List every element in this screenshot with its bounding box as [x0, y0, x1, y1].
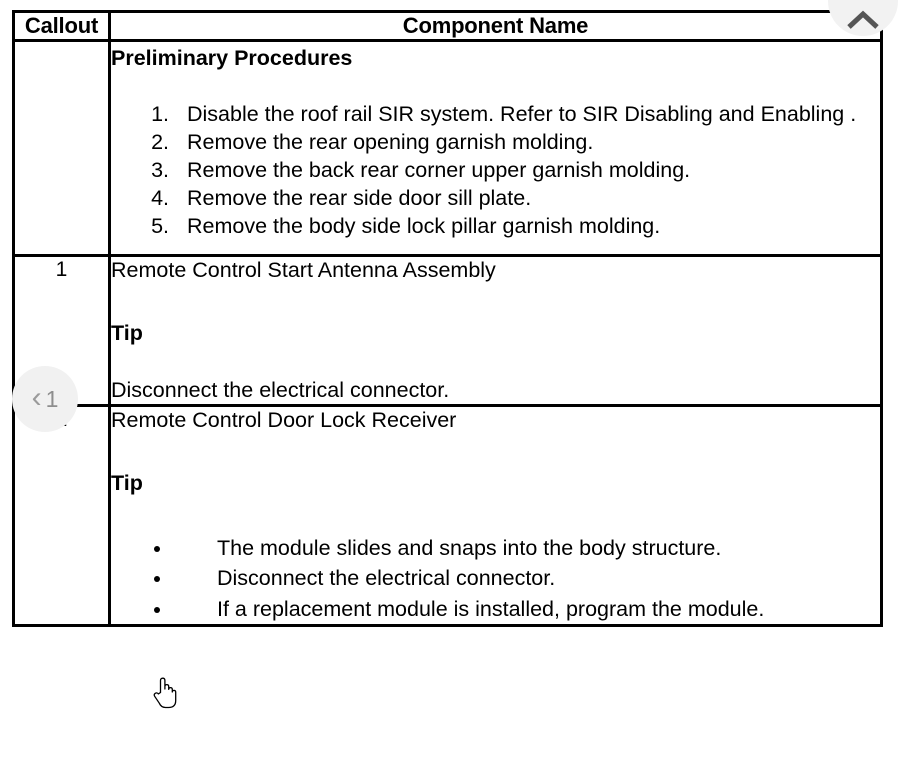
tip-bullet-list-2: The module slides and snaps into the bod… [111, 533, 880, 625]
preliminary-procedures-title: Preliminary Procedures [111, 46, 353, 70]
tip-label-1: Tip [111, 321, 143, 346]
table-row-callout-2: 2 Remote Control Door Lock Receiver Tip … [12, 403, 883, 628]
list-item: Disconnect the electrical connector. [173, 563, 880, 594]
spacer [111, 284, 880, 320]
list-item: The module slides and snaps into the bod… [173, 533, 880, 564]
tip-label-2: Tip [111, 470, 143, 495]
list-item: Remove the rear opening garnish molding. [175, 128, 880, 156]
list-item: If a replacement module is installed, pr… [173, 594, 880, 625]
content-cell-1: Remote Control Start Antenna Assembly Ti… [108, 254, 883, 407]
component-heading-1: Remote Control Start Antenna Assembly [111, 258, 496, 283]
previous-callout-button[interactable]: ‹ 1 [12, 366, 78, 432]
chevron-left-icon: ‹ [31, 381, 42, 414]
table-header-row: Callout Component Name [12, 10, 883, 42]
list-item: Remove the rear side door sill plate. [175, 184, 880, 212]
table-row-callout-1: 1 Remote Control Start Antenna Assembly … [12, 254, 883, 407]
spacer [111, 347, 880, 377]
table-row-preliminary: Preliminary Procedures Disable the roof … [12, 38, 883, 258]
content-cell-preliminary: Preliminary Procedures Disable the roof … [108, 38, 883, 258]
previous-callout-number: 1 [45, 385, 59, 412]
content-cell-2: Remote Control Door Lock Receiver Tip Th… [108, 403, 883, 628]
column-header-callout: Callout [12, 10, 111, 42]
spacer [111, 497, 880, 533]
pointing-hand-cursor [152, 676, 178, 710]
component-heading-2: Remote Control Door Lock Receiver [111, 408, 457, 432]
tip-text-1: Disconnect the electrical connector. [111, 378, 450, 403]
callout-cell-2[interactable]: 2 [12, 403, 111, 628]
callout-cell-preliminary [12, 38, 111, 258]
component-procedure-table: Callout Component Name Preliminary Proce… [12, 10, 883, 628]
spacer [111, 434, 880, 470]
list-item: Remove the body side lock pillar garnish… [175, 212, 880, 240]
chevron-up-icon [846, 10, 880, 30]
preliminary-steps-list: Disable the roof rail SIR system. Refer … [111, 100, 880, 241]
list-item: Disable the roof rail SIR system. Refer … [175, 100, 880, 128]
spacer [111, 73, 880, 100]
column-header-component-name: Component Name [108, 10, 883, 42]
list-item: Remove the back rear corner upper garnis… [175, 156, 880, 184]
